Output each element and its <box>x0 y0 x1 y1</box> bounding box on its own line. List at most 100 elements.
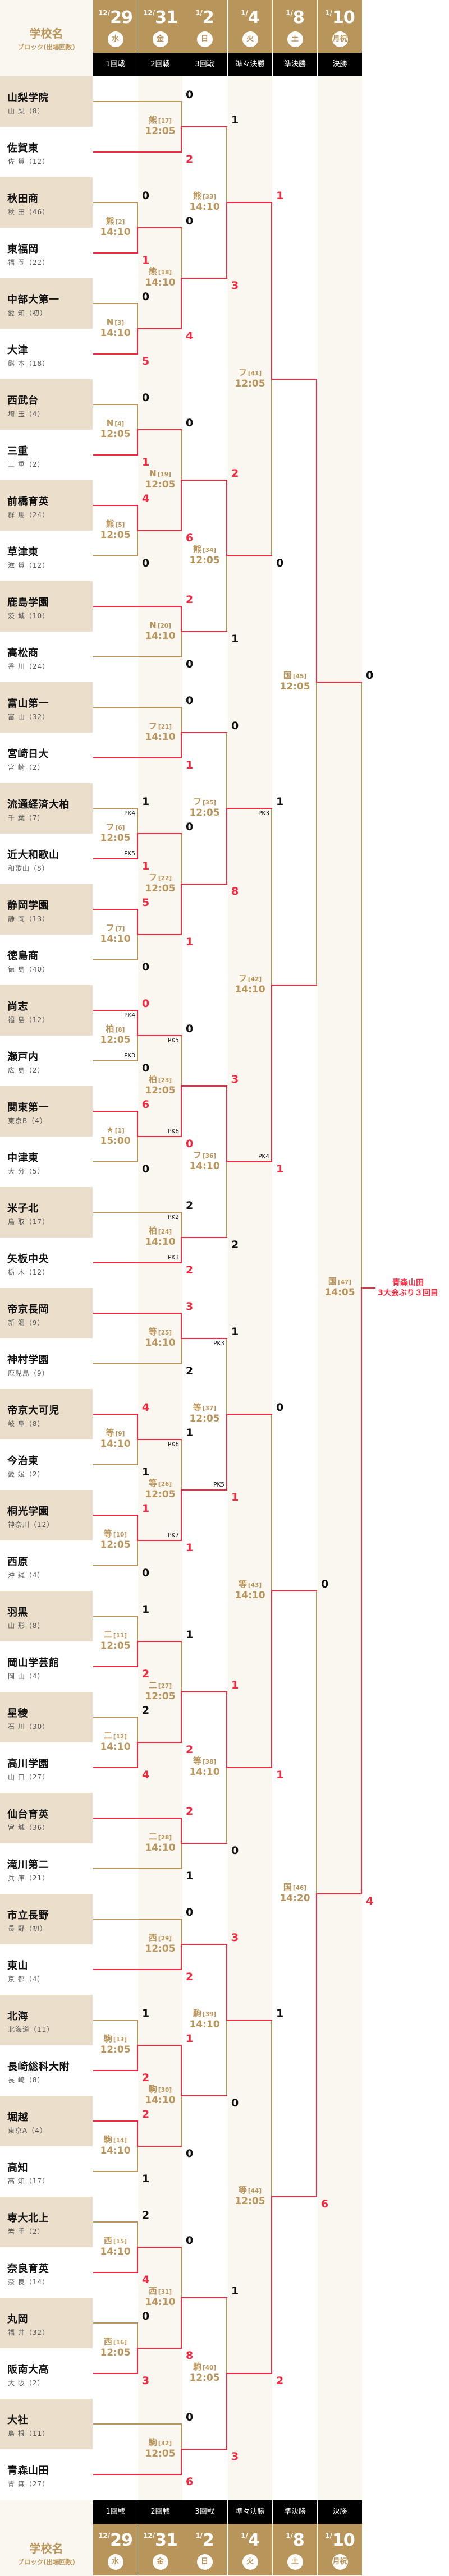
game-info[interactable]: 等[38]14:10 <box>182 1756 227 1777</box>
team-row: 中部大第一愛 知（初） <box>0 278 93 329</box>
game-info[interactable]: 西[29]12:05 <box>138 1933 182 1954</box>
kickoff-time: 12:05 <box>145 2448 176 2459</box>
venue-mark: 熊 <box>106 216 114 226</box>
bracket-line <box>226 2020 227 2096</box>
team-name: 東山 <box>7 1960 28 1972</box>
game-info[interactable]: フ[35]12:05 <box>182 797 227 818</box>
bracket-line <box>226 2297 227 2374</box>
game-info[interactable]: フ[41]12:05 <box>228 368 272 389</box>
bracket-line <box>316 379 317 683</box>
game-info[interactable]: 駒[40]12:05 <box>182 2362 227 2383</box>
game-info[interactable]: 西[31]14:10 <box>138 2287 182 2307</box>
game-info[interactable]: フ[21]14:10 <box>138 721 182 742</box>
game-info[interactable]: 等[25]14:10 <box>138 1327 182 1348</box>
game-info[interactable]: ★[1]15:00 <box>93 1125 138 1146</box>
team-prefecture: 青 森（27） <box>8 2480 50 2488</box>
bracket-line <box>137 2348 138 2374</box>
bracket-line <box>181 1313 182 1339</box>
score-bottom: 2 <box>142 2072 150 2084</box>
team-name: 東福岡 <box>7 243 39 255</box>
venue-mark: 国 <box>328 1276 337 1286</box>
game-info[interactable]: 二[11]12:05 <box>93 1630 138 1651</box>
score-top: 0 <box>186 821 194 833</box>
kickoff-time: 12:05 <box>189 2372 220 2384</box>
footer-team-header: 学校名ブロック(出場回数) <box>0 2500 93 2576</box>
game-info[interactable]: 西[16]12:05 <box>93 2337 138 2358</box>
kickoff-time: 14:10 <box>145 2297 176 2308</box>
game-info[interactable]: 駒[32]12:05 <box>138 2438 182 2459</box>
score-bottom: 2 <box>231 1239 239 1251</box>
game-info[interactable]: 熊[34]12:05 <box>182 545 227 565</box>
game-info[interactable]: 等[37]12:05 <box>182 1403 227 1424</box>
game-info[interactable]: 等[44]12:05 <box>228 2186 272 2206</box>
score-bottom: 1 <box>276 1769 284 1781</box>
score-top: 1 <box>186 1427 194 1439</box>
game-info[interactable]: フ[7]14:10 <box>93 923 138 944</box>
game-info[interactable]: 熊[33]14:10 <box>182 191 227 212</box>
date-label: 12/31 <box>138 2531 182 2550</box>
game-info[interactable]: 等[43]14:10 <box>228 1580 272 1600</box>
bracket-line <box>317 1893 362 1894</box>
bracket-line <box>138 429 182 430</box>
game-number: [19] <box>157 471 171 478</box>
game-info[interactable]: 熊[17]12:05 <box>138 116 182 136</box>
bracket-line <box>226 732 227 809</box>
score-bottom: 0 <box>186 2147 194 2160</box>
game-info[interactable]: 柏[8]12:05 <box>93 1024 138 1045</box>
bracket-line <box>181 1691 182 1743</box>
game-info[interactable]: N[19]12:05 <box>138 469 182 490</box>
game-info[interactable]: 駒[39]14:10 <box>182 2009 227 2030</box>
game-info[interactable]: 熊[2]14:10 <box>93 217 138 237</box>
date-day: 10 <box>332 2531 355 2550</box>
score-bottom: 2 <box>142 1668 150 1680</box>
game-info[interactable]: 等[10]12:05 <box>93 1529 138 1550</box>
bracket-line <box>93 1767 138 1768</box>
game-info[interactable]: 等[26]12:05 <box>138 1479 182 1499</box>
score-bottom: 1 <box>186 759 194 771</box>
bracket-line <box>361 682 362 1289</box>
game-info[interactable]: 二[28]14:10 <box>138 1832 182 1853</box>
game-info[interactable]: 国[45]12:05 <box>273 671 317 692</box>
game-info[interactable]: 柏[24]14:10 <box>138 1226 182 1247</box>
bracket-line <box>181 1691 227 1692</box>
game-info[interactable]: 国[46]14:20 <box>273 1883 317 1903</box>
game-info[interactable]: フ[36]14:10 <box>182 1151 227 1171</box>
bracket-line <box>137 934 138 960</box>
team-prefecture: 大 分（5） <box>8 1167 45 1175</box>
team-row: 青森山田青 森（27） <box>0 2449 93 2500</box>
team-name: 岡山学芸館 <box>7 1657 59 1669</box>
team-prefecture: 奈 良（14） <box>8 2278 50 2286</box>
game-info[interactable]: フ[42]14:10 <box>228 974 272 995</box>
game-info[interactable]: 二[27]12:05 <box>138 1681 182 1701</box>
team-prefecture: 兵 庫（21） <box>8 1874 50 1882</box>
game-info[interactable]: 等[9]14:10 <box>93 1428 138 1449</box>
game-info[interactable]: 熊[5]12:05 <box>93 519 138 540</box>
kickoff-time: 12:05 <box>100 1539 131 1551</box>
game-info[interactable]: 駒[14]14:10 <box>93 2135 138 2156</box>
team-prefecture: 茨 城（10） <box>8 612 50 620</box>
bracket-line <box>181 278 227 279</box>
date-month: 1/ <box>286 2532 293 2540</box>
game-info[interactable]: 二[12]14:10 <box>93 1731 138 1752</box>
game-info[interactable]: 西[15]14:10 <box>93 2236 138 2257</box>
bracket-line <box>93 2171 138 2172</box>
pk-result-bottom: PK6 <box>168 1128 179 1135</box>
game-number: [47] <box>337 1279 352 1286</box>
game-info[interactable]: 国[47]14:05 <box>318 1277 362 1298</box>
team-row: 静岡学園静 岡（13） <box>0 884 93 935</box>
game-info[interactable]: 駒[13]12:05 <box>93 2034 138 2055</box>
pk-result-bottom: PK3 <box>168 1254 179 1261</box>
game-info[interactable]: N[4]12:05 <box>93 418 138 439</box>
game-info[interactable]: フ[22]12:05 <box>138 873 182 894</box>
game-info[interactable]: 熊[18]14:10 <box>138 267 182 288</box>
game-info[interactable]: N[3]14:10 <box>93 318 138 338</box>
game-info[interactable]: 駒[30]14:10 <box>138 2085 182 2105</box>
score-top: 3 <box>186 1300 194 1313</box>
game-info[interactable]: 柏[23]12:05 <box>138 1075 182 1096</box>
team-row: 大社島 根（11） <box>0 2399 93 2449</box>
team-name: 帝京大可児 <box>7 1405 59 1416</box>
game-info[interactable]: N[20]14:10 <box>138 620 182 641</box>
game-info[interactable]: フ[6]12:05 <box>93 822 138 843</box>
venue-mark: フ <box>193 797 201 807</box>
